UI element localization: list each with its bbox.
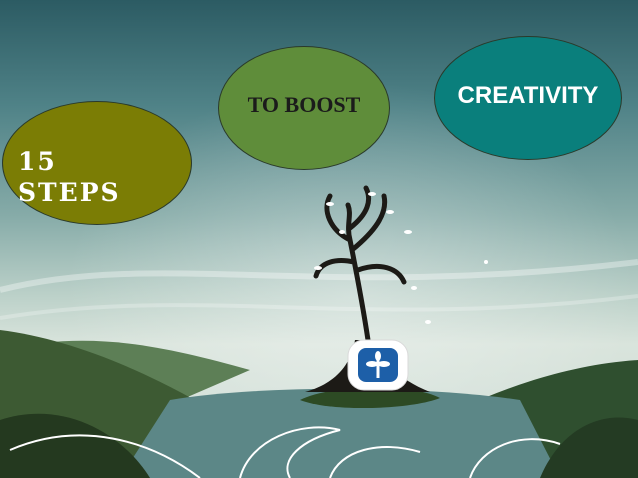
tree-trunk bbox=[313, 185, 407, 343]
swirl bbox=[239, 426, 341, 478]
creativity-bubble bbox=[434, 36, 622, 160]
boost-label: TO BOOST bbox=[247, 92, 361, 117]
water bbox=[120, 388, 560, 478]
leaves bbox=[314, 192, 488, 324]
boost-bubble bbox=[218, 46, 390, 170]
island bbox=[300, 387, 440, 409]
swirl bbox=[9, 434, 201, 478]
swirl bbox=[329, 446, 421, 478]
plant-sprout-icon bbox=[366, 351, 390, 378]
swirl bbox=[540, 417, 638, 478]
steps-label: 15 STEPS bbox=[18, 147, 121, 207]
steps-bubble bbox=[2, 101, 192, 225]
swirl bbox=[469, 438, 561, 478]
logo bbox=[347, 339, 409, 391]
creativity-label: CREATIVITY bbox=[457, 82, 599, 109]
light-streak bbox=[0, 294, 638, 320]
swirl bbox=[0, 413, 150, 478]
light-streak bbox=[0, 259, 638, 293]
